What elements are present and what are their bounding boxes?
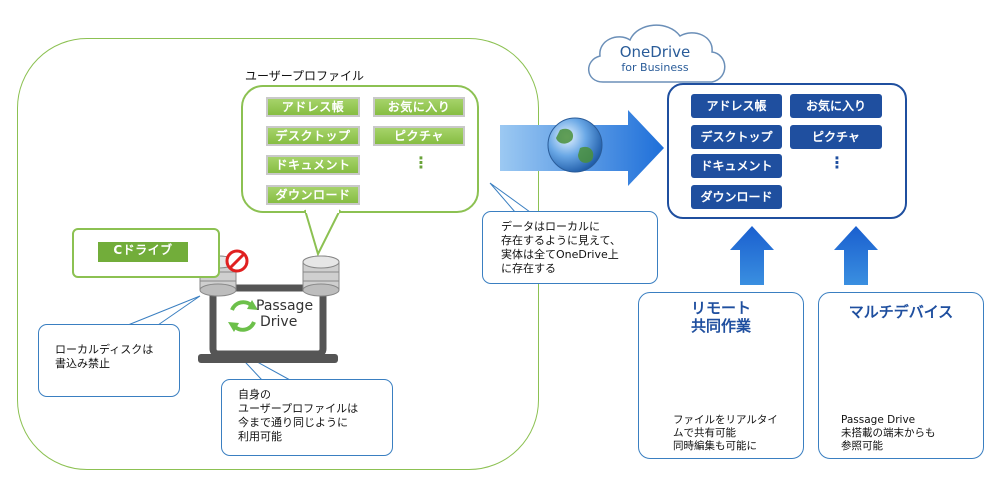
multi-device-panel: マルチデバイス Passage Drive 未搭載の端末からも 参照可能 — [818, 292, 984, 459]
local-disk-line-2: 書込み禁止 — [55, 357, 110, 370]
cloud-item-pictures: ピクチャ — [790, 125, 882, 149]
multi-desc-line-3: 参照可能 — [841, 440, 883, 452]
data-location-line-1: データはローカルに — [501, 220, 600, 233]
cloud-item-documents: ドキュメント — [691, 154, 782, 178]
remote-title-line-2: 共同作業 — [690, 317, 751, 335]
own-profile-line-4: 利用可能 — [238, 430, 282, 443]
multi-desc-line-2: 未搭載の端末からも — [841, 427, 936, 439]
profile-item-downloads: ダウンロード — [266, 185, 360, 205]
multi-up-arrow — [834, 226, 878, 285]
local-disk-line-1: ローカルディスクは — [55, 343, 154, 356]
remote-title-line-1: リモート — [690, 299, 751, 317]
own-profile-line-1: 自身の — [238, 388, 271, 401]
logo-line-2: Drive — [260, 314, 298, 330]
remote-desc-line-1: ファイルをリアルタイ — [673, 414, 778, 426]
local-disk-callout: ローカルディスクは 書込み禁止 — [38, 324, 180, 397]
multi-title: マルチデバイス — [848, 303, 954, 321]
cdrive-label: Cドライブ — [98, 242, 188, 262]
logo-line-1: Passage — [256, 298, 314, 314]
passage-drive-logo: Passage Drive — [256, 298, 313, 330]
data-location-line-2: 存在するように見えて、 — [501, 234, 621, 247]
profile-database-icon — [302, 255, 340, 297]
remote-desc-line-2: ムで共有可能 — [673, 427, 736, 439]
cloud-item-address-book: アドレス帳 — [691, 94, 782, 118]
profile-item-pictures: ピクチャ — [373, 126, 465, 146]
data-location-callout: データはローカルに 存在するように見えて、 実体は全てOneDrive上 に存在… — [482, 211, 658, 284]
prohibited-icon — [225, 249, 249, 273]
profile-bubble-tail — [304, 209, 341, 257]
remote-description: ファイルをリアルタイ ムで共有可能 同時編集も可能に — [673, 414, 778, 453]
data-location-callout-tail — [489, 182, 531, 213]
onedrive-line-1: OneDrive — [619, 43, 691, 61]
onedrive-storage-box: アドレス帳 お気に入り デスクトップ ピクチャ ドキュメント ダウンロード ⋮ — [667, 83, 907, 219]
cloud-item-favorites: お気に入り — [790, 94, 882, 118]
onedrive-cloud-icon — [588, 24, 726, 83]
cloud-item-downloads: ダウンロード — [691, 185, 782, 209]
data-location-line-4: に存在する — [501, 262, 556, 275]
remote-up-arrow — [730, 226, 774, 285]
user-profile-title: ユーザープロファイル — [245, 69, 365, 83]
remote-collaboration-panel: リモート 共同作業 ファイルをリアルタイ ムで共有可能 同時編集も可能に — [638, 292, 804, 459]
remote-desc-line-3: 同時編集も可能に — [673, 440, 757, 452]
multi-description: Passage Drive 未搭載の端末からも 参照可能 — [841, 414, 936, 453]
profile-item-favorites: お気に入り — [373, 97, 465, 117]
profile-item-documents: ドキュメント — [266, 155, 360, 175]
own-profile-line-2: ユーザープロファイルは — [238, 402, 359, 415]
profile-item-desktop: デスクトップ — [266, 126, 360, 146]
own-profile-line-3: 今まで通り同じように — [238, 416, 348, 429]
user-profile-bubble: アドレス帳 お気に入り デスクトップ ピクチャ ドキュメント ダウンロード ⋮ — [241, 85, 479, 213]
onedrive-label: OneDrive for Business — [600, 44, 710, 75]
onedrive-line-2: for Business — [621, 61, 689, 74]
cdrive-bubble: Cドライブ — [72, 228, 220, 278]
data-location-line-3: 実体は全てOneDrive上 — [501, 248, 619, 261]
multi-desc-line-1: Passage Drive — [841, 414, 916, 426]
cloud-item-desktop: デスクトップ — [691, 125, 782, 149]
local-disk-callout-tail — [127, 295, 201, 326]
profile-item-address-book: アドレス帳 — [266, 97, 360, 117]
own-profile-callout: 自身の ユーザープロファイルは 今まで通り同じように 利用可能 — [221, 379, 393, 456]
cloud-ellipsis: ⋮ — [829, 153, 845, 172]
globe-icon — [547, 117, 603, 173]
